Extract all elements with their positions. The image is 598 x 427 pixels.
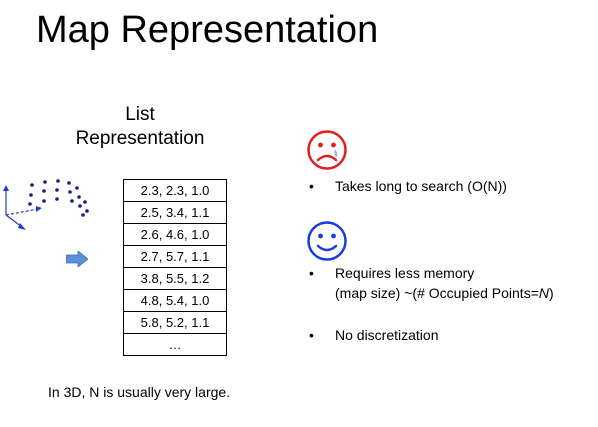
pros-item-detail-prefix: (map size) ~(# Occupied Points= bbox=[335, 285, 539, 301]
table-row: 2.6, 4.6, 1.0 bbox=[123, 223, 227, 246]
table-row: 4.8, 5.4, 1.0 bbox=[123, 289, 227, 312]
table-row: 2.7, 5.7, 1.1 bbox=[123, 245, 227, 268]
coordinate-list-table: 2.3, 2.3, 1.0 2.5, 3.4, 1.1 2.6, 4.6, 1.… bbox=[123, 179, 227, 356]
list-heading-line-1: List bbox=[125, 104, 155, 125]
slide-title: Map Representation bbox=[36, 9, 379, 51]
table-row: 2.3, 2.3, 1.0 bbox=[123, 179, 227, 202]
table-row: 2.5, 3.4, 1.1 bbox=[123, 201, 227, 224]
point-cloud-illustration bbox=[3, 179, 89, 230]
footer-note: In 3D, N is usually very large. bbox=[48, 384, 231, 400]
table-row: 3.8, 5.5, 1.2 bbox=[123, 267, 227, 290]
pros-item-text: No discretization bbox=[335, 327, 439, 343]
bullet-dot: • bbox=[309, 327, 314, 343]
pros-item-detail-variable: N bbox=[538, 285, 549, 301]
bullet-dot: • bbox=[309, 265, 314, 281]
pros-item-memory-detail: (map size) ~(# Occupied Points=N) bbox=[335, 284, 554, 302]
bullet-dot: • bbox=[309, 178, 314, 194]
list-heading-line-2: Representation bbox=[75, 128, 205, 150]
happy-face-icon bbox=[307, 221, 347, 261]
table-cell: 2.7, 5.7, 1.1 bbox=[123, 245, 227, 268]
table-cell: 2.3, 2.3, 1.0 bbox=[123, 179, 227, 202]
sad-face-icon bbox=[307, 130, 347, 170]
pros-item-text: Requires less memory bbox=[335, 265, 475, 281]
coordinate-axes-icon bbox=[3, 185, 42, 230]
right-arrow-icon bbox=[66, 251, 88, 267]
list-representation-heading: List Representation bbox=[60, 103, 220, 152]
scan-points bbox=[28, 179, 89, 217]
table-row: 5.8, 5.2, 1.1 bbox=[123, 311, 227, 334]
pros-item-detail-suffix: ) bbox=[549, 285, 554, 301]
cons-item-text: Takes long to search (O(N)) bbox=[335, 178, 507, 194]
table-cell: 2.6, 4.6, 1.0 bbox=[123, 223, 227, 246]
table-cell: 4.8, 5.4, 1.0 bbox=[123, 289, 227, 312]
table-row: … bbox=[123, 333, 227, 356]
table-cell-ellipsis: … bbox=[123, 333, 227, 356]
table-cell: 2.5, 3.4, 1.1 bbox=[123, 201, 227, 224]
tear-icon bbox=[334, 149, 338, 157]
table-cell: 3.8, 5.5, 1.2 bbox=[123, 267, 227, 290]
table-cell: 5.8, 5.2, 1.1 bbox=[123, 311, 227, 334]
